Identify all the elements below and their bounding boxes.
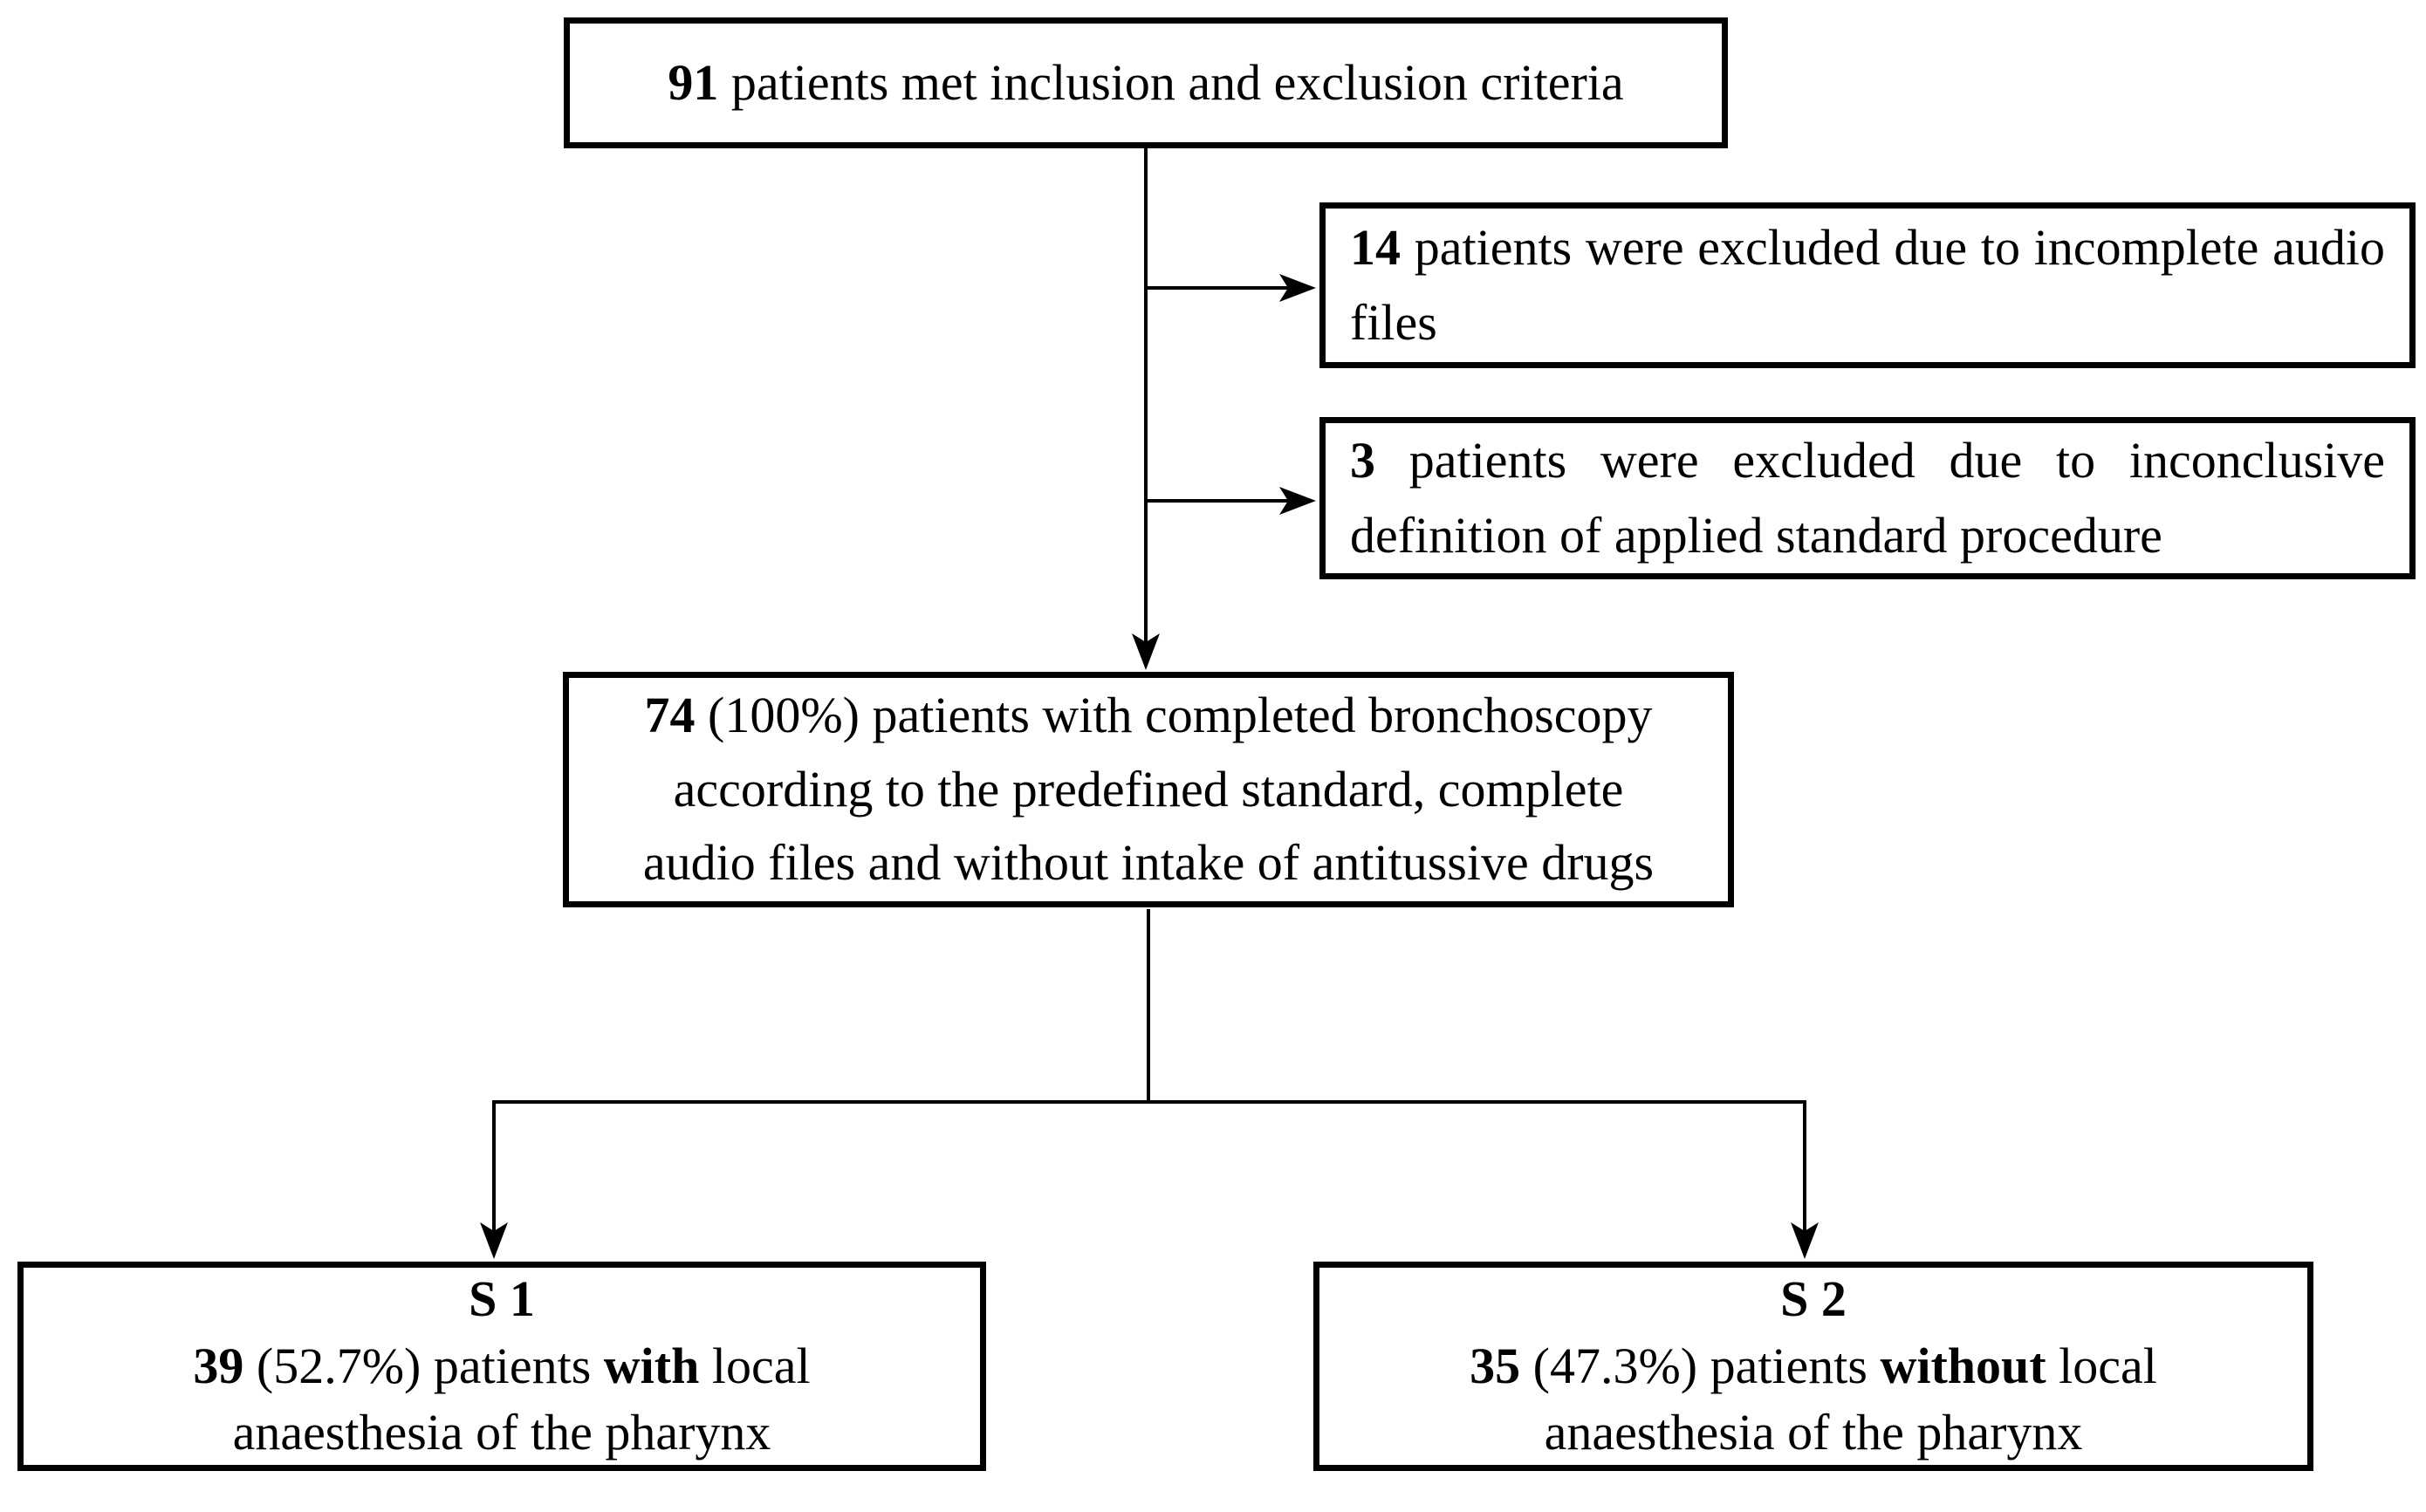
box-excluded-audio: 14 patients were excluded due to incompl…: [1319, 202, 2416, 368]
s1-emphasis: with: [603, 1337, 700, 1394]
s2-title: S 2: [1780, 1270, 1847, 1328]
completed-line2: according to the predefined standard, co…: [673, 760, 1624, 818]
arrow-to-excluded-procedure: [1146, 487, 1316, 515]
s1-count: 39: [193, 1337, 244, 1394]
arrow-enrolled-to-completed: [1132, 148, 1160, 670]
s2-line2: anaesthesia of the pharynx: [1544, 1404, 2083, 1461]
split-stem: [494, 909, 1805, 1104]
excluded-audio-text: 14 patients were excluded due to incompl…: [1350, 210, 2385, 360]
completed-line1-rest: (100%) patients with completed bronchosc…: [708, 686, 1653, 743]
completed-line1: 74 (100%) patients with completed bronch…: [569, 679, 1728, 753]
excluded-audio-count: 14: [1350, 219, 1401, 277]
box-group-s1: S 1 39 (52.7%) patients with local anaes…: [17, 1262, 986, 1471]
excluded-procedure-label: patients were excluded due to inconclusi…: [1350, 432, 2385, 564]
s2-post: local: [2059, 1337, 2157, 1394]
s1-post: local: [711, 1337, 811, 1394]
s1-line1: 39 (52.7%) patients with local: [24, 1333, 980, 1400]
excluded-procedure-text: 3 patients were excluded due to inconclu…: [1350, 423, 2385, 573]
excluded-procedure-count: 3: [1350, 432, 1375, 489]
excluded-audio-label: patients were excluded due to incomplete…: [1350, 219, 2386, 351]
s2-count: 35: [1470, 1337, 1521, 1394]
s1-line2: anaesthesia of the pharynx: [232, 1404, 771, 1461]
s2-pre: (47.3%) patients: [1532, 1337, 1867, 1394]
arrow-to-s1: [480, 1100, 508, 1259]
s2-line1: 35 (47.3%) patients without local: [1319, 1333, 2307, 1400]
s2-emphasis: without: [1880, 1337, 2046, 1394]
box-enrolled: 91 patients met inclusion and exclusion …: [564, 17, 1728, 148]
arrow-to-excluded-audio: [1146, 274, 1316, 302]
enrolled-count: 91: [668, 53, 719, 111]
box-excluded-procedure: 3 patients were excluded due to inconclu…: [1319, 417, 2416, 579]
enrolled-label: patients met inclusion and exclusion cri…: [730, 53, 1624, 111]
s1-pre: (52.7%) patients: [256, 1337, 592, 1394]
completed-line3: audio files and without intake of antitu…: [642, 834, 1655, 892]
box-completed: 74 (100%) patients with completed bronch…: [563, 672, 1734, 907]
s1-title: S 1: [469, 1270, 535, 1328]
arrow-to-s2: [1791, 1100, 1819, 1259]
completed-count: 74: [644, 686, 696, 743]
box-group-s2: S 2 35 (47.3%) patients without local an…: [1313, 1262, 2313, 1471]
enrolled-text: 91 patients met inclusion and exclusion …: [570, 47, 1722, 119]
